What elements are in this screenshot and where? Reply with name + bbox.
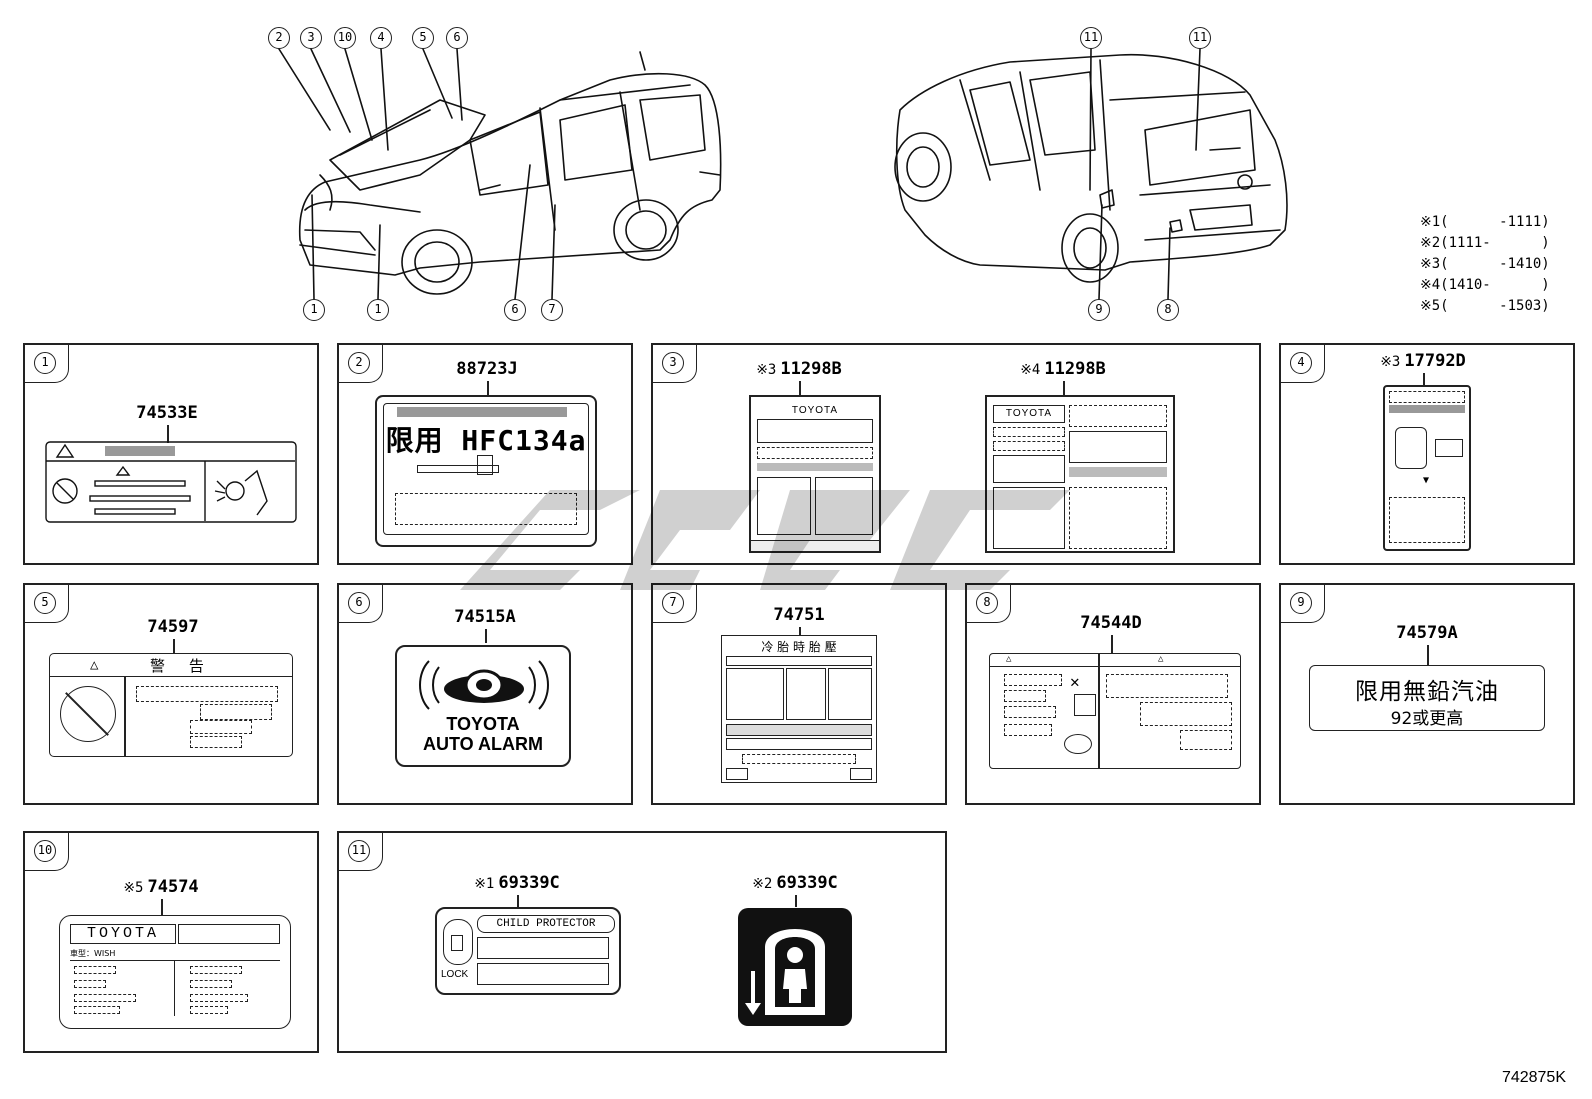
alarm-sticker: TOYOTA AUTO ALARM: [395, 645, 571, 767]
callout-marker: 3: [300, 27, 322, 49]
rear-vehicle: [894, 53, 1288, 283]
legend-item: ※3( -1410): [1420, 256, 1550, 272]
child-lock-symbol-icon: [738, 908, 852, 1026]
panel-number: 8: [976, 592, 998, 614]
callout-marker: 6: [504, 299, 526, 321]
callout-marker: 11: [1189, 27, 1211, 49]
vehicle-info-label-a: TOYOTA: [749, 395, 881, 553]
panel-2: 2 88723J 限用 HFC134a: [337, 343, 633, 565]
legend-item: ※4(1410- ): [1420, 277, 1550, 293]
callout-marker: 1: [303, 299, 325, 321]
fuel-door-label: △ △ ✕: [989, 653, 1241, 769]
panel-number: 9: [1290, 592, 1312, 614]
alarm-car-icon: [419, 660, 549, 710]
legend-item: ※2(1111- ): [1420, 235, 1550, 251]
part-number: 74544D: [1080, 613, 1142, 633]
panel-number: 3: [662, 352, 684, 374]
callout-marker: 1: [367, 299, 389, 321]
panel-number: 1: [34, 352, 56, 374]
callout-marker: 10: [334, 27, 356, 49]
legend-item: ※5( -1503): [1420, 298, 1550, 314]
panel-9: 9 74579A 限用無鉛汽油 92或更高: [1279, 583, 1575, 805]
vehicle-id-brand: TOYOTA: [70, 924, 176, 944]
callout-marker: 11: [1080, 27, 1102, 49]
callout-marker: 5: [412, 27, 434, 49]
callout-marker: 8: [1157, 299, 1179, 321]
front-vehicle: [298, 51, 722, 295]
panel-number: 5: [34, 592, 56, 614]
date-legend: ※1( -1111) ※2(1111- ) ※3( -1410) ※4(1410…: [1420, 212, 1550, 317]
legend-item: ※1( -1111): [1420, 214, 1550, 230]
warning-label-drawing: [45, 441, 297, 523]
lock-text: LOCK: [441, 969, 469, 980]
tire-pressure-heading: 冷 胎 時 胎 壓: [761, 640, 837, 654]
panel-number: 10: [34, 840, 56, 862]
lock-icon: [443, 919, 473, 965]
child-protector-label: CHILD PROTECTOR LOCK: [435, 907, 621, 995]
part-number: 74597: [147, 617, 199, 637]
battery-label: ▼: [1383, 385, 1471, 551]
panel-number: 7: [662, 592, 684, 614]
vehicle-info-label-b: TOYOTA: [985, 395, 1175, 553]
unleaded-fuel-label: 限用無鉛汽油 92或更高: [1309, 665, 1545, 731]
panel-number: 4: [1290, 352, 1312, 374]
part-number: 74515A: [454, 607, 516, 627]
child-protector-text: CHILD PROTECTOR: [477, 915, 615, 933]
alarm-line2: AUTO ALARM: [423, 734, 543, 754]
callout-marker: 9: [1088, 299, 1110, 321]
vehicle-model: 車型：WISH: [70, 949, 116, 958]
refrigerant-text: 限用 HFC134a: [385, 424, 587, 457]
panel-number: 6: [348, 592, 370, 614]
refrigerant-label: 限用 HFC134a: [375, 395, 597, 547]
part-number: 74751: [773, 605, 825, 625]
caution-label: △ 警 告: [49, 653, 293, 757]
panel-7: 7 74751 冷 胎 時 胎 壓: [651, 583, 947, 805]
watermark-logo: [460, 490, 1070, 590]
panel-8: 8 74544D △ △ ✕: [965, 583, 1261, 805]
panel-1: 1 74533E: [23, 343, 319, 565]
callout-marker: 7: [541, 299, 563, 321]
part-number: 74579A: [1396, 623, 1458, 643]
callout-marker: 6: [446, 27, 468, 49]
callout-marker: 4: [370, 27, 392, 49]
panel-number: 11: [348, 840, 370, 862]
callout-marker: 2: [268, 27, 290, 49]
panel-5: 5 74597 △ 警 告: [23, 583, 319, 805]
panel-number: 2: [348, 352, 370, 374]
figure-number: 742875K: [1501, 1069, 1566, 1086]
fuel-line1: 限用無鉛汽油: [1355, 679, 1499, 705]
part-number: 74533E: [136, 403, 198, 423]
panel-6: 6 74515A TOYOTA AUTO ALARM: [337, 583, 633, 805]
tire-pressure-label: 冷 胎 時 胎 壓: [721, 635, 877, 783]
part-number: 88723J: [456, 359, 518, 379]
caution-heading: 警 告: [150, 657, 204, 675]
alarm-line1: TOYOTA: [446, 714, 520, 734]
vehicle-id-label: TOYOTA 車型：WISH: [59, 915, 291, 1029]
fuel-line2: 92或更高: [1390, 709, 1464, 729]
